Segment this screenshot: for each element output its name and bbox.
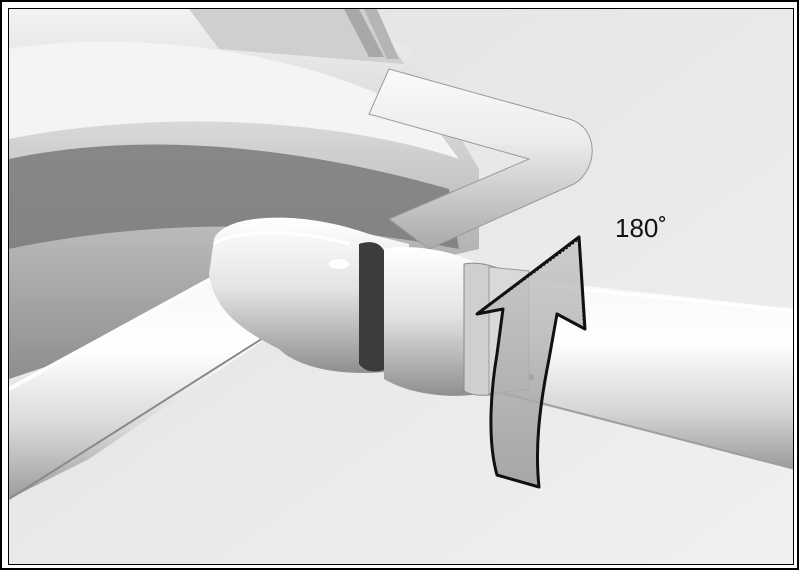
lamp-housing <box>9 9 479 379</box>
rotation-arrow <box>475 235 587 489</box>
handle-rotation-illustration <box>9 9 793 564</box>
figure-panel: 180˚ <box>8 8 794 565</box>
upper-rail <box>368 68 593 250</box>
left-arm-tube <box>9 267 310 500</box>
rotation-angle-label: 180˚ <box>615 213 668 243</box>
